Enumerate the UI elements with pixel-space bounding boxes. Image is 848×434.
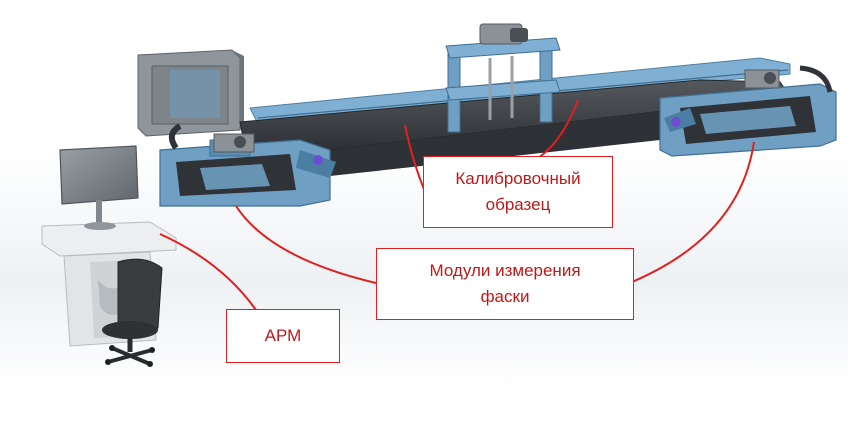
electrical-cabinet [137,49,244,137]
leader-calibration-left [404,124,426,193]
callout-arm: АРМ [226,309,340,363]
leader-arm [159,233,257,311]
callout-modules-line1: Модули измерения [429,261,581,280]
conveyor-body [240,96,790,178]
callout-leaders [159,99,755,311]
callout-calibration-line2: образец [485,195,551,214]
monitor [59,145,139,230]
office-chair [102,258,163,367]
leader-calibration-right [537,99,579,159]
callout-calibration-line1: Калибровочный [455,169,581,188]
leader-modules-left [235,205,377,284]
callout-calibration-sample: Калибровочный образец [423,156,613,228]
leader-modules-right [631,141,755,283]
left-drive [168,123,255,153]
callout-measurement-modules: Модули измерения фаски [376,248,634,320]
right-measurement-frame [659,65,837,157]
left-measurement-frame [159,138,336,207]
center-gantry [445,23,561,133]
callout-modules-line2: фаски [480,287,530,306]
callout-arm-label: АРМ [264,326,302,345]
